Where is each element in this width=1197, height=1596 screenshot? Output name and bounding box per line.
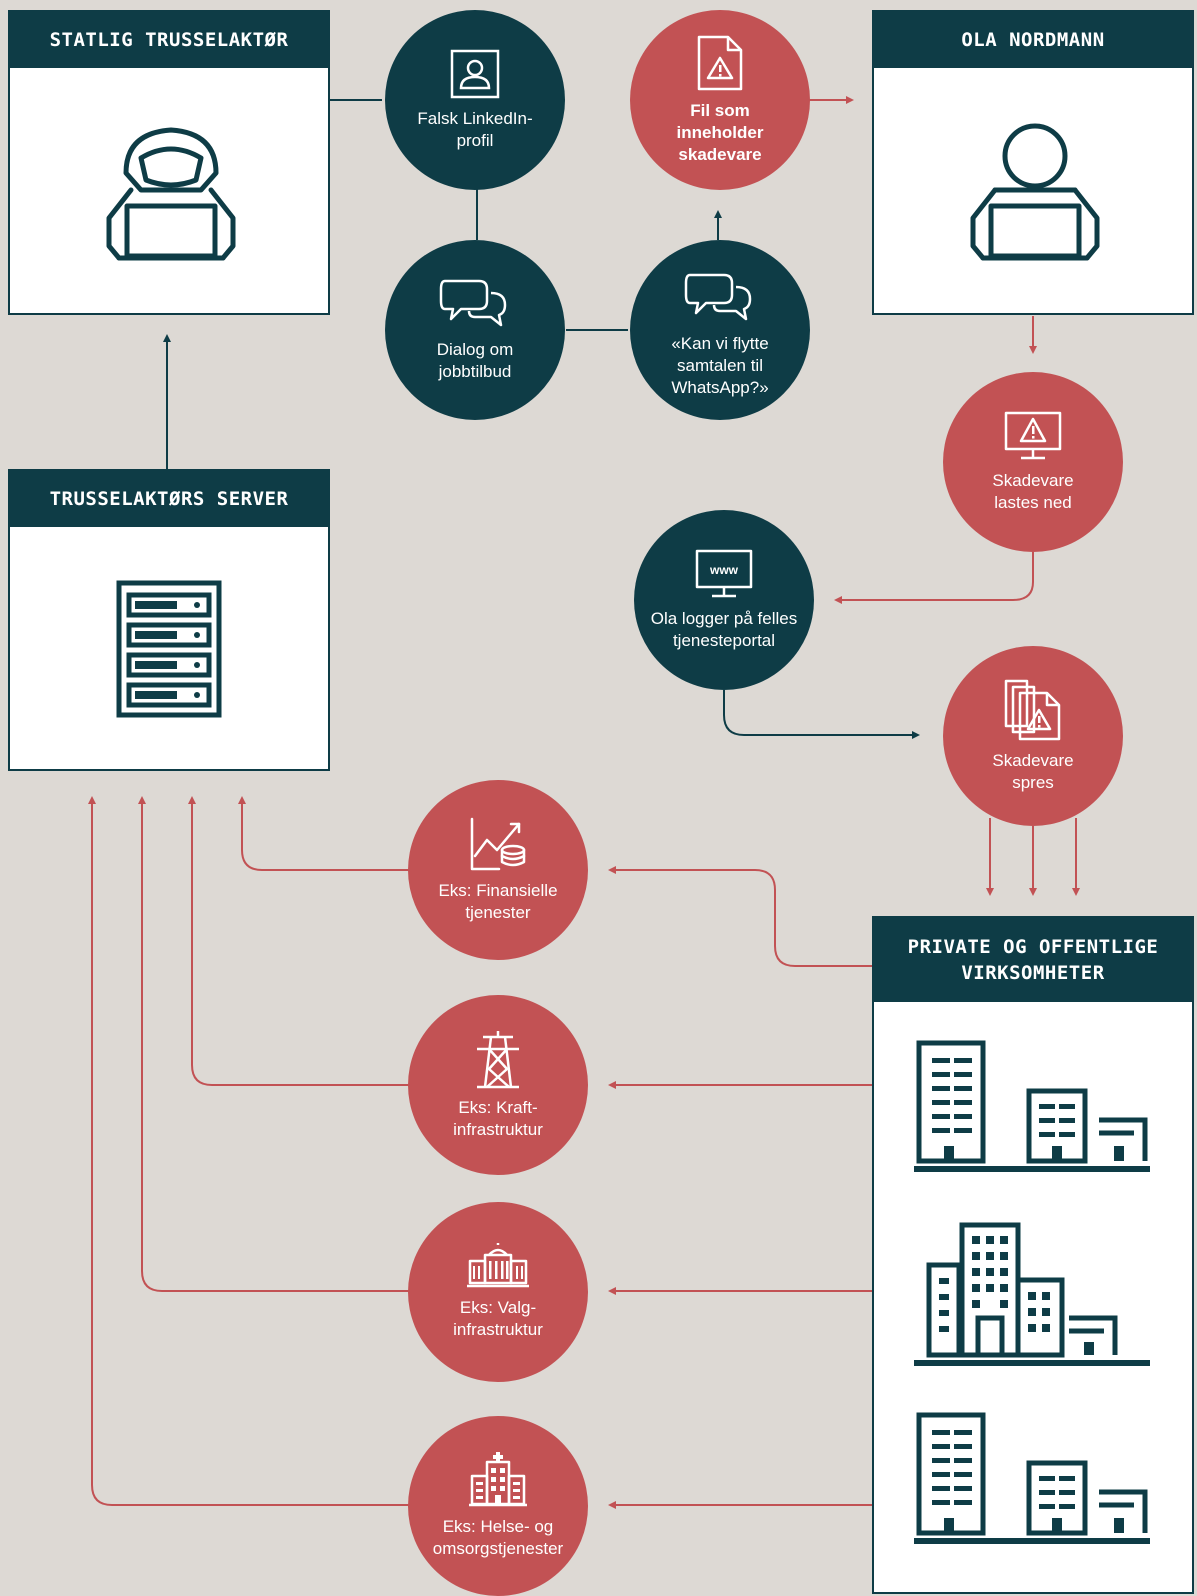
- finance-chart-coins-icon: [470, 817, 526, 871]
- node-spres-line1: Skadevare: [992, 751, 1074, 770]
- statlig-trusselaktor-title: STATLIG TRUSSELAKTØR: [10, 12, 328, 68]
- office-buildings-icon: [914, 1222, 1150, 1366]
- node-whatsapp-line3: WhatsApp?»: [671, 378, 769, 397]
- node-valg-line1: Eks: Valg-: [459, 1298, 537, 1317]
- node-valg-line2: infrastruktur: [453, 1320, 543, 1339]
- node-lastes-line1: Skadevare: [992, 471, 1074, 490]
- server-title: TRUSSELAKTØRS SERVER: [10, 471, 328, 527]
- arrow-portal-spres: [723, 690, 920, 739]
- node-kraft-infrastruktur: Eks: Kraft- infrastruktur: [408, 995, 588, 1175]
- node-falsk-linkedin-line1: Falsk LinkedIn-: [417, 109, 533, 128]
- node-falsk-linkedin-line2: profil: [456, 131, 494, 150]
- node-portal-line2: tjenesteportal: [672, 631, 776, 650]
- virksomheter-box: PRIVATE OG OFFENTLIGE VIRKSOMHETER: [872, 916, 1194, 1594]
- node-fil-skadevare-line2: skadevare: [678, 145, 762, 164]
- node-whatsapp: «Kan vi flytte samtalen til WhatsApp?»: [630, 240, 810, 420]
- parliament-building-icon: [467, 1243, 529, 1288]
- node-finans-line2: tjenester: [465, 903, 531, 922]
- chat-bubbles-icon: [439, 279, 507, 327]
- node-dialog-line2: jobbtilbud: [438, 362, 512, 381]
- server-box: TRUSSELAKTØRS SERVER: [8, 469, 330, 771]
- node-finans-line1: Eks: Finansielle: [438, 881, 558, 900]
- arrow-kraft-server: [188, 796, 410, 1086]
- node-whatsapp-line2: samtalen til: [677, 356, 763, 375]
- server-rack-icon: [116, 580, 222, 718]
- monitor-www-icon: www: [695, 549, 753, 598]
- arrow-lastes-portal: [834, 552, 1034, 604]
- node-spres-line2: spres: [1012, 773, 1054, 792]
- node-skadevare-spres: Skadevare spres: [943, 646, 1123, 826]
- monitor-warning-icon: [1004, 411, 1062, 460]
- virksomheter-title: PRIVATE OG OFFENTLIGE VIRKSOMHETER: [874, 918, 1192, 1002]
- virksomheter-title-line1: PRIVATE OG OFFENTLIGE: [907, 936, 1159, 958]
- node-whatsapp-line1: «Kan vi flytte: [671, 334, 769, 353]
- node-dialog-line1: Dialog om: [436, 340, 514, 359]
- node-lastes-line2: lastes ned: [994, 493, 1072, 512]
- arrow-virk-finans: [608, 866, 872, 967]
- office-buildings-icon: [914, 1412, 1150, 1544]
- ola-nordmann-title: OLA NORDMANN: [874, 12, 1192, 68]
- virksomheter-title-line2: VIRKSOMHETER: [961, 962, 1105, 984]
- node-fil-skadevare: Fil som inneholder skadevare: [630, 10, 810, 190]
- node-ola-logger-pa: www Ola logger på felles tjenesteportal: [634, 510, 814, 690]
- node-kraft-line2: infrastruktur: [453, 1120, 543, 1139]
- power-pylon-icon: [477, 1031, 519, 1089]
- node-helse-line1: Eks: Helse- og: [442, 1517, 554, 1536]
- node-kraft-line1: Eks: Kraft-: [458, 1098, 538, 1117]
- node-skadevare-lastes-ned: Skadevare lastes ned: [943, 372, 1123, 552]
- node-fil-skadevare-line1: Fil som inneholder: [676, 101, 764, 142]
- hooded-hacker-icon: [106, 127, 236, 261]
- node-helse-line2: omsorgstjenester: [432, 1539, 564, 1558]
- node-dialog-jobbtilbud: Dialog om jobbtilbud: [385, 240, 565, 420]
- hospital-icon: [469, 1452, 527, 1507]
- profile-card-icon: [450, 49, 500, 99]
- node-valg-infrastruktur: Eks: Valg- infrastruktur: [408, 1202, 588, 1382]
- node-falsk-linkedin: Falsk LinkedIn- profil: [385, 10, 565, 190]
- arrow-helse-server: [88, 796, 410, 1506]
- node-portal-line1: Ola logger på felles: [650, 609, 798, 628]
- stacked-warning-files-icon: [1004, 679, 1061, 741]
- arrow-valg-server: [138, 796, 410, 1292]
- statlig-trusselaktor-box: STATLIG TRUSSELAKTØR: [8, 10, 330, 315]
- person-laptop-icon: [970, 123, 1100, 261]
- node-finansielle-tjenester: Eks: Finansielle tjenester: [408, 780, 588, 960]
- ola-nordmann-box: OLA NORDMANN: [872, 10, 1194, 315]
- node-helse-omsorgstjenester: Eks: Helse- og omsorgstjenester: [408, 1416, 588, 1596]
- arrow-finans-server: [238, 796, 410, 871]
- monitor-www-text: www: [709, 563, 739, 577]
- chat-bubbles-icon: [684, 273, 752, 321]
- office-buildings-icon: [914, 1040, 1150, 1172]
- warning-file-icon: [697, 35, 743, 91]
